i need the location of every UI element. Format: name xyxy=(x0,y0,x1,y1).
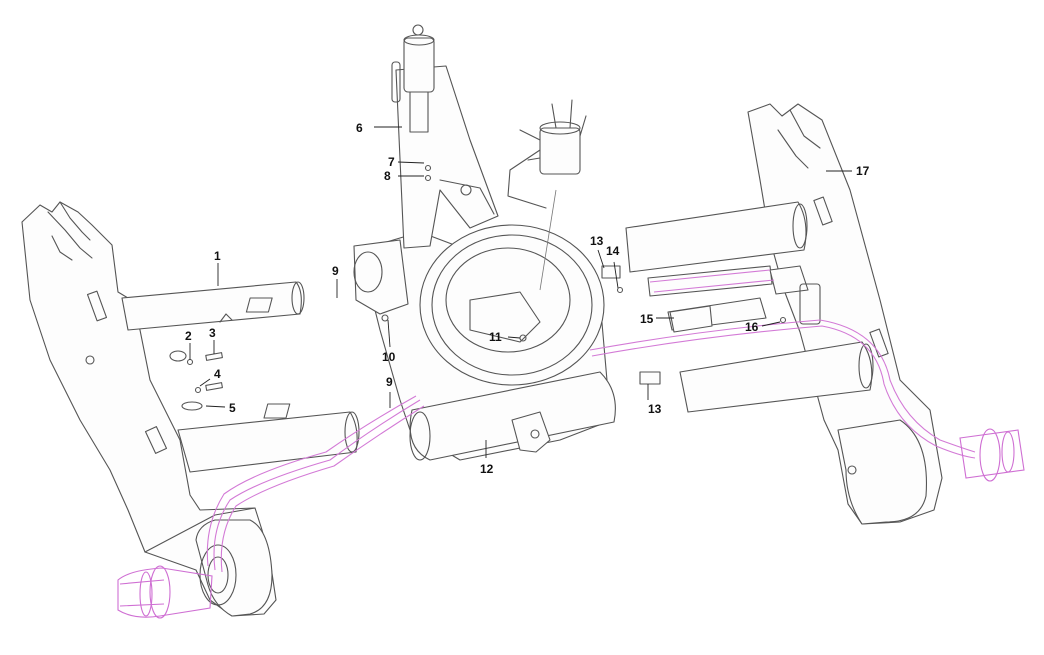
callout-1: 1 xyxy=(214,249,221,263)
callout-11: 11 xyxy=(489,330,502,344)
callout-12: 12 xyxy=(480,462,494,476)
callout-14: 14 xyxy=(606,244,620,258)
left-track-frame xyxy=(21,201,277,617)
callout-10: 10 xyxy=(382,350,396,364)
small-hardware xyxy=(169,164,787,419)
leader-lines xyxy=(189,126,852,458)
callout-15: 15 xyxy=(640,312,654,326)
callout-6: 6 xyxy=(356,121,363,135)
callout-13-lower: 13 xyxy=(648,402,662,416)
left-upper-roller xyxy=(121,281,305,331)
hydraulic-hoses xyxy=(206,269,976,573)
callout-17: 17 xyxy=(856,164,870,178)
right-track-frame xyxy=(747,103,943,525)
callout-3: 3 xyxy=(209,326,216,340)
right-upper-roller xyxy=(625,201,808,273)
rotary-joint xyxy=(507,99,587,291)
callout-2: 2 xyxy=(185,329,192,343)
left-lower-roller xyxy=(177,411,360,473)
right-lower-roller xyxy=(679,341,874,413)
left-travel-motor xyxy=(117,565,213,619)
right-travel-motor xyxy=(959,428,1025,482)
callout-7: 7 xyxy=(388,155,395,169)
center-frame xyxy=(353,224,616,461)
callout-4: 4 xyxy=(214,367,221,381)
callout-5: 5 xyxy=(229,401,236,415)
boom-cylinder xyxy=(391,24,499,249)
callout-16: 16 xyxy=(745,320,759,334)
callout-9-upper: 9 xyxy=(332,264,339,278)
callout-8: 8 xyxy=(384,169,391,183)
callout-9-lower: 9 xyxy=(386,375,393,389)
callout-13-upper: 13 xyxy=(590,234,604,248)
